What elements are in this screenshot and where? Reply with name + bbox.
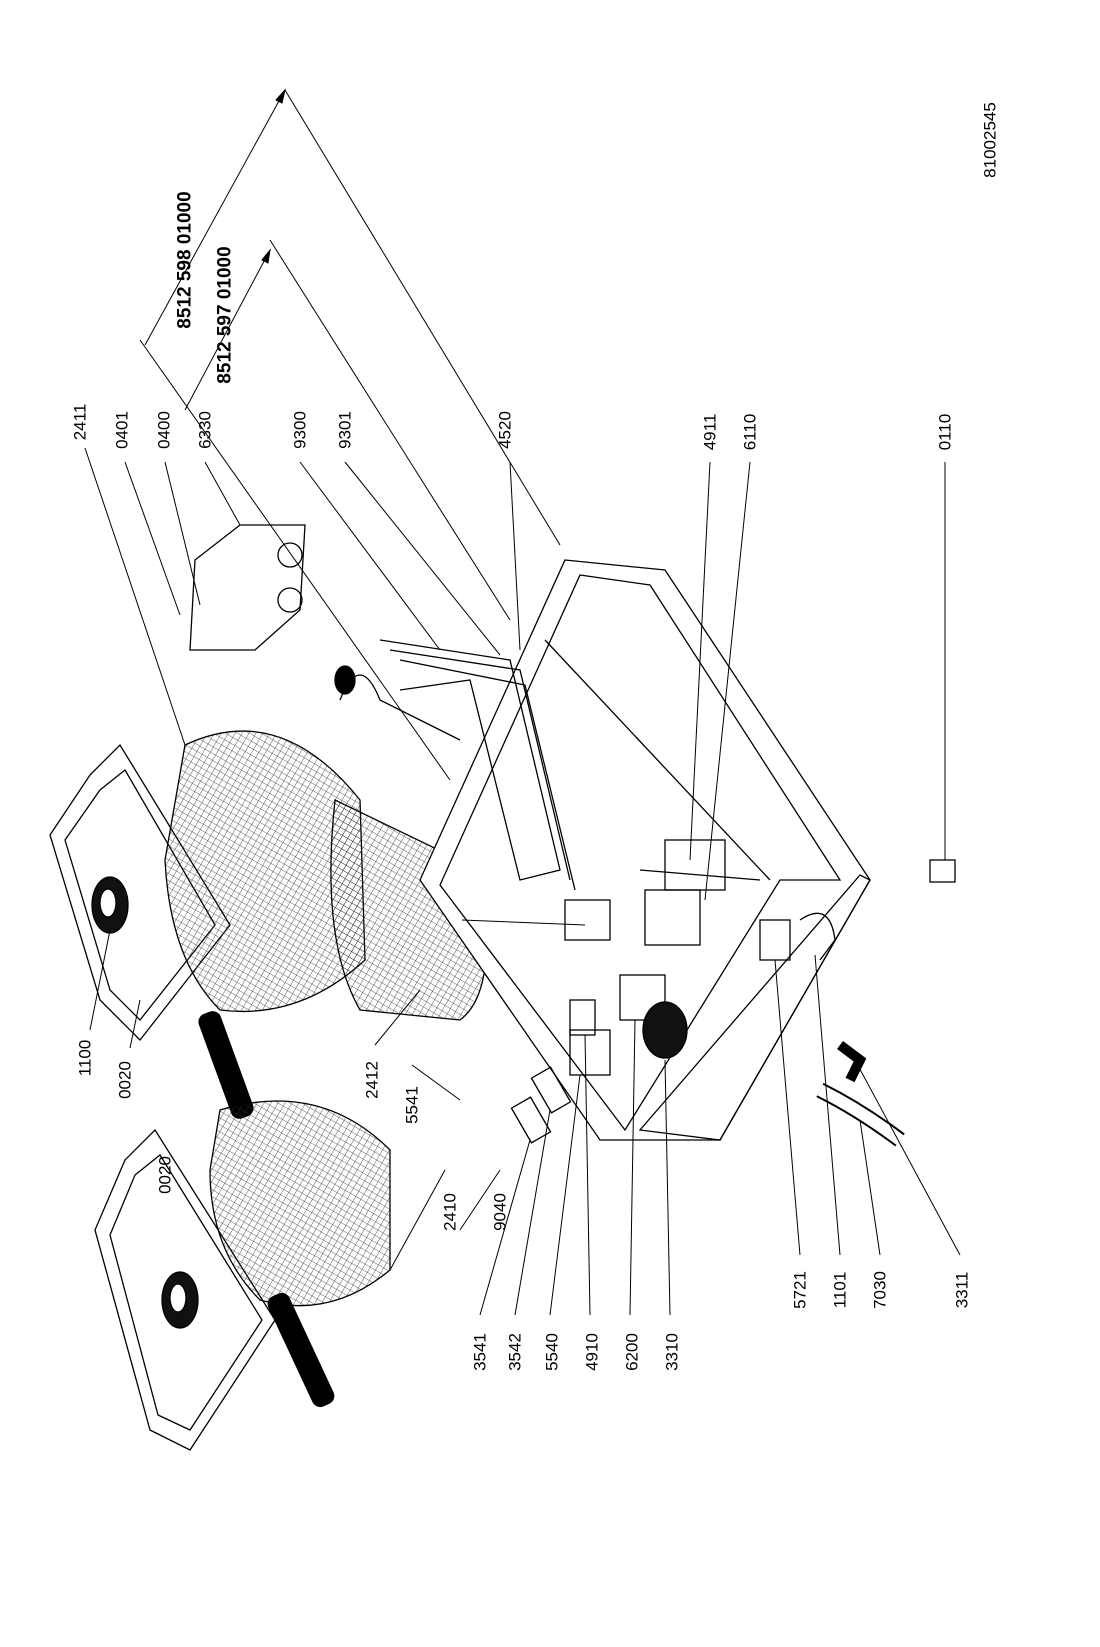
callout-9301: 9301 bbox=[335, 411, 355, 449]
knob-3310 bbox=[642, 1001, 688, 1059]
callout-0110: 0110 bbox=[935, 413, 955, 451]
callout-9040: 9040 bbox=[490, 1193, 510, 1231]
basket-2411 bbox=[164, 730, 366, 1119]
callout-4520: 4520 bbox=[495, 411, 515, 449]
callout-3542: 3542 bbox=[505, 1333, 525, 1371]
part-3542 bbox=[530, 1066, 572, 1114]
lid-0020 bbox=[94, 1128, 276, 1451]
callout-3310: 3310 bbox=[662, 1333, 682, 1371]
assembly-code-597: 8512 597 01000 bbox=[214, 246, 236, 384]
callout-0400: 0400 bbox=[154, 411, 174, 449]
part-0110 bbox=[929, 859, 956, 883]
part-6200 bbox=[619, 974, 666, 1021]
drawing-number: 81002545 bbox=[980, 102, 1000, 178]
callout-3311: 3311 bbox=[952, 1271, 972, 1309]
leader-lines bbox=[84, 88, 961, 1316]
control-box bbox=[189, 524, 306, 651]
part-5540 bbox=[569, 1029, 611, 1076]
callout-4910: 4910 bbox=[582, 1333, 602, 1371]
callout-1100: 1100 bbox=[75, 1039, 95, 1077]
part-5541 bbox=[564, 899, 611, 941]
callout-6110: 6110 bbox=[740, 413, 760, 451]
callout-5540: 5540 bbox=[542, 1333, 562, 1371]
part-1101 bbox=[799, 912, 836, 961]
callout-2412: 2412 bbox=[362, 1061, 382, 1099]
callout-3541: 3541 bbox=[470, 1333, 490, 1371]
part-4911 bbox=[664, 839, 726, 891]
callout-4911: 4911 bbox=[700, 413, 720, 451]
callout-0020-a: 0020 bbox=[115, 1061, 135, 1099]
assembly-code-598: 8512 598 01000 bbox=[174, 191, 196, 329]
callout-6330: 6330 bbox=[195, 411, 215, 449]
callout-6200: 6200 bbox=[622, 1333, 642, 1371]
lid-1100 bbox=[49, 743, 231, 1041]
callout-0020-b: 0020 bbox=[155, 1156, 175, 1194]
callout-5541: 5541 bbox=[402, 1086, 422, 1124]
callout-0401: 0401 bbox=[112, 411, 132, 449]
callout-2411: 2411 bbox=[70, 403, 90, 441]
part-3541 bbox=[510, 1096, 552, 1144]
callout-1101: 1101 bbox=[830, 1271, 850, 1309]
callout-9300: 9300 bbox=[290, 411, 310, 449]
callout-2410: 2410 bbox=[440, 1193, 460, 1231]
basket-2410 bbox=[209, 1100, 391, 1408]
fryer-housing bbox=[419, 559, 871, 1141]
callout-5721: 5721 bbox=[790, 1271, 810, 1309]
part-3311 bbox=[837, 1041, 867, 1083]
part-4910 bbox=[569, 999, 596, 1036]
callout-7030: 7030 bbox=[870, 1271, 890, 1309]
heating-element-4520 bbox=[334, 639, 576, 891]
